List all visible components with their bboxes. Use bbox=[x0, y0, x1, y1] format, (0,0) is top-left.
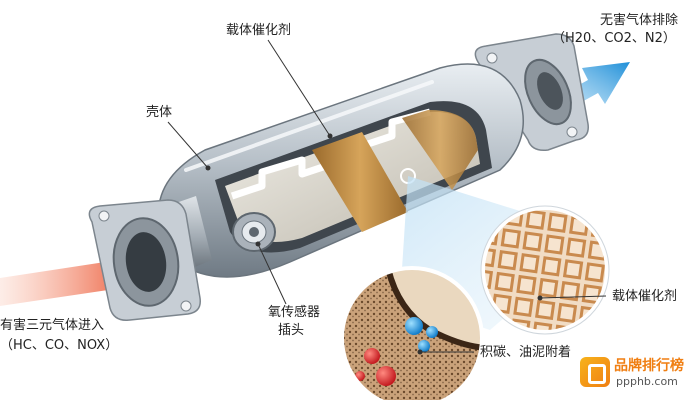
watermark: 品牌排行榜 ppphb.com bbox=[576, 352, 694, 394]
cutaway-interior bbox=[215, 101, 492, 253]
label-intake-title: 有害三元气体进入 bbox=[0, 318, 105, 333]
label-sensor-line1: 氧传感器 bbox=[268, 305, 321, 320]
label-catalyst-top: 载体催化剂 bbox=[226, 23, 292, 38]
label-sensor-line2: 插头 bbox=[278, 323, 305, 338]
leader-catalyst-top bbox=[267, 39, 331, 137]
leader-shell bbox=[167, 121, 209, 169]
oxygen-sensor-plug bbox=[232, 212, 276, 252]
label-exhaust-title: 无害气体排除 bbox=[600, 13, 679, 28]
watermark-name: 品牌排行榜 bbox=[614, 358, 684, 374]
honeycomb-inset bbox=[480, 205, 610, 335]
label-exhaust-gases: （H20、CO2、N2） bbox=[552, 31, 676, 46]
leader-sensor bbox=[257, 243, 287, 305]
watermark-url: ppphb.com bbox=[616, 375, 678, 388]
label-shell: 壳体 bbox=[146, 105, 173, 120]
carbon-deposit-inset bbox=[340, 266, 484, 400]
label-catalyst-right: 载体催化剂 bbox=[612, 289, 678, 304]
label-carbon: 积碳、油泥附着 bbox=[480, 345, 572, 360]
brand-logo-icon bbox=[580, 357, 610, 387]
catalyst-band bbox=[312, 132, 408, 232]
catalyst-band bbox=[402, 110, 478, 190]
inlet-pipe bbox=[88, 196, 212, 321]
label-intake-gases: （HC、CO、NOX） bbox=[0, 338, 119, 353]
leader-catalyst-right bbox=[539, 295, 607, 299]
